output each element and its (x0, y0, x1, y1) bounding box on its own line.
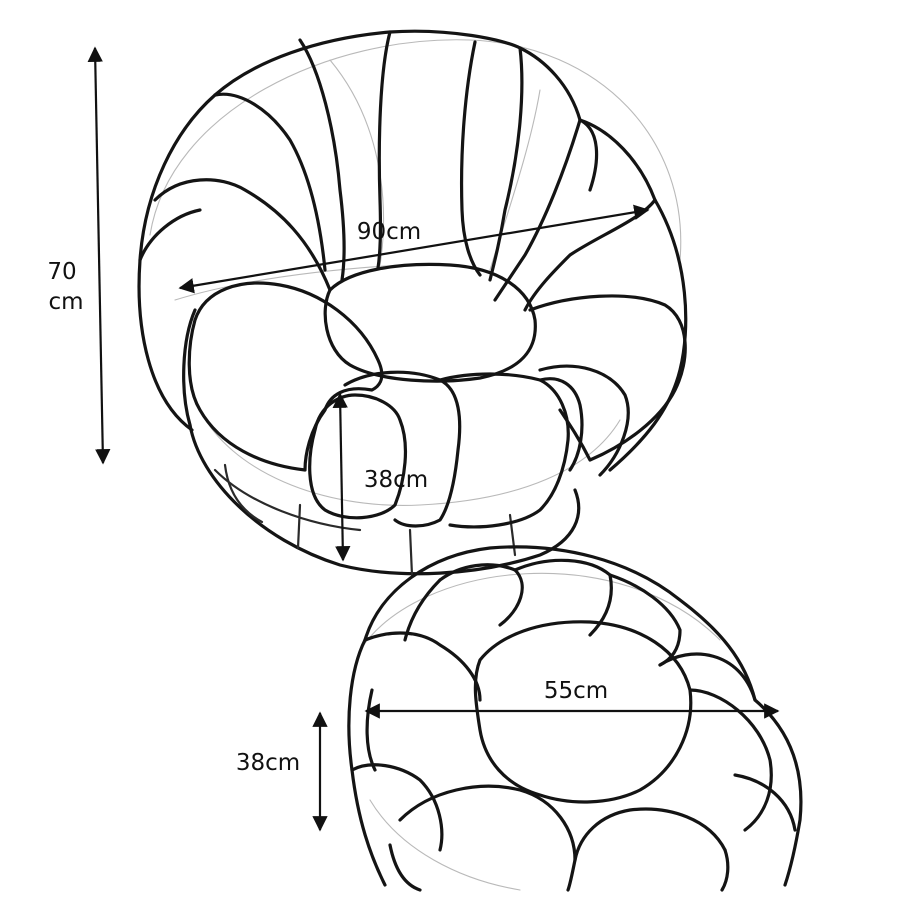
pumpkin-chair-drawing (137, 29, 688, 577)
seat-height-arrow (332, 392, 351, 562)
seat-height-label: 38cm (364, 467, 428, 493)
ottoman-height-label: 38cm (236, 750, 300, 776)
dimension-annotations (87, 46, 780, 832)
chair-height-label-value: 70 (47, 259, 76, 285)
dimension-labels: 70 cm 90cm 38cm 55cm 38cm (47, 219, 608, 776)
chair-height-label-unit: cm (48, 289, 83, 315)
pumpkin-ottoman-drawing (347, 545, 803, 892)
chair-width-arrow (178, 204, 650, 294)
chair-width-label: 90cm (357, 219, 421, 245)
chair-height-arrow (87, 46, 111, 465)
ottoman-width-label: 55cm (544, 678, 608, 704)
